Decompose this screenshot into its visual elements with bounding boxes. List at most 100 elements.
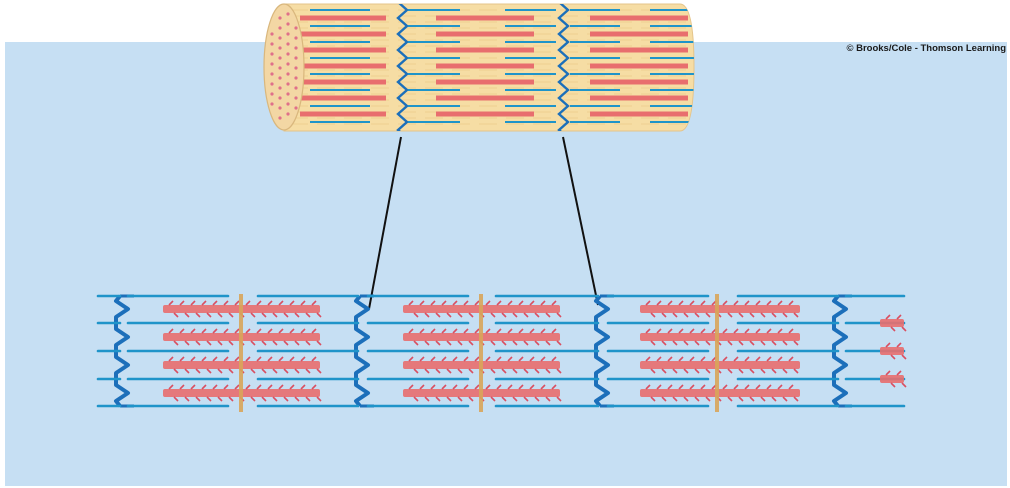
- myosin-head: [689, 384, 695, 390]
- myosin-head: [223, 300, 229, 306]
- myosin-head: [890, 326, 896, 332]
- myosin-head: [267, 384, 273, 390]
- myosin-head: [766, 328, 772, 334]
- myosin-head: [744, 328, 750, 334]
- myosin-head: [316, 340, 322, 346]
- myosin-head: [201, 300, 207, 306]
- myosin-head: [250, 340, 256, 346]
- myosin-head: [733, 300, 739, 306]
- myosin-head: [212, 356, 218, 362]
- myosin-head: [722, 300, 728, 306]
- copyright-credit: © Brooks/Cole - Thomson Learning: [846, 43, 1006, 54]
- myosin-head: [435, 340, 441, 346]
- myosin-head: [294, 396, 300, 402]
- myosin-head: [667, 356, 673, 362]
- cross-section-dot: [286, 112, 290, 116]
- myosin-head: [490, 340, 496, 346]
- myosin-head: [283, 368, 289, 374]
- cross-section-dot: [286, 22, 290, 26]
- myosin-head: [408, 384, 414, 390]
- myosin-head: [656, 384, 662, 390]
- myosin-head: [173, 340, 179, 346]
- myosin-head: [534, 340, 540, 346]
- myosin-head: [190, 328, 196, 334]
- myosin-head: [195, 368, 201, 374]
- myosin-head: [485, 328, 491, 334]
- myosin-head: [667, 300, 673, 306]
- cylinder-myosin: [590, 79, 688, 85]
- myosin-head: [529, 328, 535, 334]
- myosin-head: [190, 300, 196, 306]
- myosin-head: [413, 312, 419, 318]
- cylinder-myosin: [436, 95, 534, 101]
- myosin-head: [645, 384, 651, 390]
- myosin-head: [446, 396, 452, 402]
- myosin-head: [678, 356, 684, 362]
- myosin-head: [294, 340, 300, 346]
- myosin-head: [705, 368, 711, 374]
- myosin-head: [727, 312, 733, 318]
- myosin-head: [540, 300, 546, 306]
- myosin-head: [512, 396, 518, 402]
- myosin-head: [485, 384, 491, 390]
- cross-section-dot: [278, 46, 282, 50]
- myosin-head: [496, 384, 502, 390]
- myosin-head: [250, 396, 256, 402]
- myosin-head: [540, 384, 546, 390]
- myosin-head: [168, 356, 174, 362]
- cross-section-dot: [270, 32, 274, 36]
- myosin-head: [782, 396, 788, 402]
- myosin-head: [771, 312, 777, 318]
- myosin-head: [228, 396, 234, 402]
- myosin-head: [760, 340, 766, 346]
- myosin-head: [452, 328, 458, 334]
- myosin-head: [468, 368, 474, 374]
- myosin-head: [441, 300, 447, 306]
- myosin-head: [272, 368, 278, 374]
- myosin-head: [261, 340, 267, 346]
- cylinder-myosin: [300, 79, 386, 85]
- myosin-head: [463, 300, 469, 306]
- myosin-head: [890, 354, 896, 360]
- cross-section-dot: [286, 42, 290, 46]
- myosin-head: [738, 396, 744, 402]
- myosin-head: [777, 384, 783, 390]
- myosin-head: [656, 328, 662, 334]
- myosin-head: [463, 328, 469, 334]
- cylinder-myosin: [590, 111, 688, 117]
- myosin-head: [744, 384, 750, 390]
- myosin-head: [468, 312, 474, 318]
- m-line: [239, 294, 243, 412]
- myosin-head: [545, 340, 551, 346]
- myosin-head: [446, 368, 452, 374]
- myosin-head: [523, 396, 529, 402]
- myosin-filament: [880, 319, 904, 327]
- cross-section-dot: [270, 72, 274, 76]
- cylinder-z-line: [557, 4, 570, 131]
- myosin-head: [179, 356, 185, 362]
- myosin-head: [755, 384, 761, 390]
- myosin-head: [441, 384, 447, 390]
- myosin-head: [507, 384, 513, 390]
- myosin-head: [661, 368, 667, 374]
- myosin-head: [672, 396, 678, 402]
- myosin-head: [727, 368, 733, 374]
- myosin-head: [305, 368, 311, 374]
- zoom-connector-left: [368, 136, 402, 310]
- m-line: [479, 294, 483, 412]
- myosin-head: [766, 384, 772, 390]
- myosin-head: [289, 300, 295, 306]
- myosin-head: [529, 356, 535, 362]
- cross-section-dot: [278, 106, 282, 110]
- cross-section-dot: [278, 116, 282, 120]
- myosin-head: [446, 340, 452, 346]
- myosin-head: [556, 312, 562, 318]
- myosin-head: [413, 368, 419, 374]
- myosin-head: [305, 312, 311, 318]
- myosin-head: [468, 340, 474, 346]
- cross-section-dot: [278, 96, 282, 100]
- myosin-head: [228, 368, 234, 374]
- myosin-head: [278, 328, 284, 334]
- myosin-head: [738, 312, 744, 318]
- cylinder-myosin: [436, 47, 534, 53]
